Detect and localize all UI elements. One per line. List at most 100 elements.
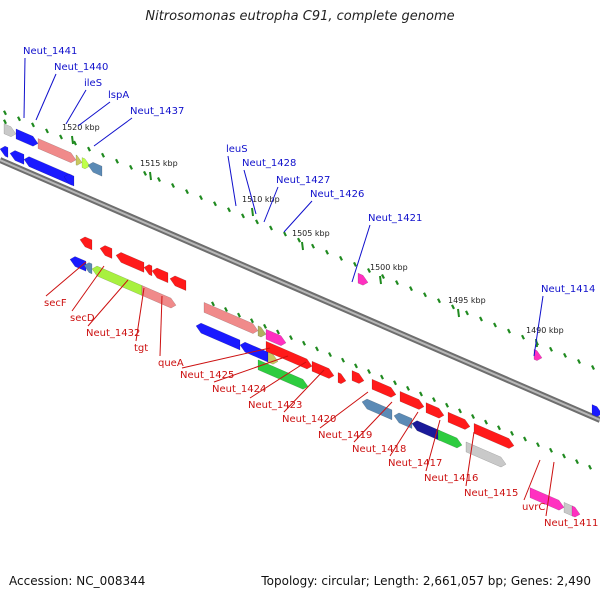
- label-leader: [351, 224, 371, 283]
- gene-label-neut-1440[interactable]: Neut_1440: [54, 62, 108, 73]
- scale-dot: [199, 195, 203, 201]
- scale-dot: [591, 365, 595, 371]
- gene-glyph[interactable]: [79, 236, 93, 251]
- gene-glyph[interactable]: [195, 322, 241, 351]
- gene-glyph[interactable]: [337, 372, 347, 385]
- gene-label-neut-1418[interactable]: Neut_1418: [352, 444, 406, 455]
- scale-dot: [289, 335, 293, 341]
- gene-glyph[interactable]: [3, 123, 17, 138]
- gene-glyph[interactable]: [393, 412, 413, 429]
- gene-label-leus[interactable]: leuS: [226, 144, 248, 155]
- gene-glyph[interactable]: [23, 156, 73, 186]
- scale-dot: [507, 328, 511, 334]
- label-leader: [45, 261, 87, 297]
- gene-glyph[interactable]: [75, 154, 83, 166]
- label-leader: [249, 361, 307, 399]
- gene-glyph[interactable]: [591, 404, 600, 417]
- gene-glyph[interactable]: [151, 267, 169, 284]
- gene-label-neut-1415[interactable]: Neut_1415: [464, 488, 518, 499]
- gene-glyph[interactable]: [411, 420, 441, 442]
- gene-glyph[interactable]: [425, 402, 445, 419]
- gene-glyph[interactable]: [9, 150, 25, 165]
- tick-label: 1520 kbp: [62, 123, 100, 132]
- scale-dot: [31, 122, 35, 128]
- gene-label-neut-1424[interactable]: Neut_1424: [212, 384, 266, 395]
- scale-dot: [423, 292, 427, 298]
- tick-label: 1505 kbp: [292, 229, 330, 238]
- gene-label-neut-1420[interactable]: Neut_1420: [282, 414, 336, 425]
- scale-dot: [445, 402, 449, 408]
- label-leader: [93, 117, 133, 147]
- gene-glyph[interactable]: [265, 340, 313, 370]
- scale-dot: [523, 436, 527, 442]
- gene-label-neut-1419[interactable]: Neut_1419: [318, 430, 372, 441]
- gene-glyph[interactable]: [83, 262, 93, 275]
- gene-label-neut-1437[interactable]: Neut_1437: [130, 106, 184, 117]
- label-leader: [243, 169, 257, 215]
- gene-glyph[interactable]: [399, 390, 425, 410]
- gene-label-iles[interactable]: ileS: [84, 78, 102, 89]
- gene-glyph[interactable]: [91, 265, 143, 296]
- scale-dot: [409, 286, 413, 292]
- gene-glyph[interactable]: [15, 128, 39, 147]
- gene-glyph[interactable]: [351, 370, 365, 384]
- gene-glyph[interactable]: [265, 328, 287, 347]
- scale-dot: [276, 329, 280, 335]
- gene-glyph[interactable]: [169, 275, 187, 291]
- gene-label-tgt[interactable]: tgt: [134, 343, 148, 354]
- gene-label-neut-1432[interactable]: Neut_1432: [86, 328, 140, 339]
- gene-glyph[interactable]: [99, 245, 113, 259]
- gene-label-neut-1411[interactable]: Neut_1411: [544, 518, 598, 529]
- gene-glyph[interactable]: [357, 272, 369, 286]
- gene-glyph[interactable]: [81, 157, 91, 170]
- gene-label-neut-1421[interactable]: Neut_1421: [368, 213, 422, 224]
- scale-dot: [143, 170, 147, 176]
- scale-dot: [575, 459, 579, 465]
- gene-glyph[interactable]: [437, 429, 463, 449]
- gene-label-neut-1427[interactable]: Neut_1427: [276, 175, 330, 186]
- gene-label-quea[interactable]: queA: [158, 358, 184, 369]
- gene-label-neut-1425[interactable]: Neut_1425: [180, 370, 234, 381]
- gene-glyph[interactable]: [371, 378, 397, 398]
- scale-dot: [419, 391, 423, 397]
- gene-glyph[interactable]: [141, 285, 177, 309]
- label-leader: [263, 186, 279, 223]
- gene-label-neut-1426[interactable]: Neut_1426: [310, 189, 364, 200]
- gene-glyph[interactable]: [115, 252, 145, 273]
- gene-glyph[interactable]: [63, 173, 75, 187]
- gene-glyph[interactable]: [571, 505, 581, 518]
- gene-label-neut-1423[interactable]: Neut_1423: [248, 400, 302, 411]
- gene-label-secd[interactable]: secD: [70, 313, 95, 324]
- gene-glyph[interactable]: [203, 302, 259, 334]
- gene-label-neut-1416[interactable]: Neut_1416: [424, 473, 478, 484]
- gene-label-uvrc[interactable]: uvrC: [522, 502, 545, 513]
- gene-glyph[interactable]: [533, 349, 543, 361]
- label-leader: [159, 295, 163, 357]
- gene-glyph[interactable]: [87, 162, 103, 177]
- scale-dot: [341, 357, 345, 363]
- gene-label-neut-1417[interactable]: Neut_1417: [388, 458, 442, 469]
- gene-label-neut-1441[interactable]: Neut_1441: [23, 46, 77, 57]
- scale-dot: [549, 447, 553, 453]
- gene-glyph[interactable]: [257, 325, 267, 338]
- gene-glyph[interactable]: [37, 138, 77, 164]
- gene-label-neut-1414[interactable]: Neut_1414: [541, 284, 595, 295]
- gene-label-neut-1428[interactable]: Neut_1428: [242, 158, 296, 169]
- scale-dot: [493, 322, 497, 328]
- scale-dot: [59, 134, 63, 140]
- scale-dot: [381, 274, 385, 280]
- scale-dot: [185, 189, 189, 195]
- gene-glyph[interactable]: [447, 411, 471, 430]
- gene-label-lspa[interactable]: lspA: [108, 90, 129, 101]
- gene-glyph[interactable]: [361, 398, 393, 421]
- gene-glyph[interactable]: [311, 360, 335, 379]
- gene-glyph[interactable]: [257, 359, 309, 390]
- gene-glyph[interactable]: [473, 423, 515, 449]
- gene-glyph[interactable]: [69, 256, 87, 272]
- scale-dot: [297, 237, 301, 243]
- gene-glyph[interactable]: [143, 264, 153, 277]
- gene-label-secf[interactable]: secF: [44, 298, 67, 309]
- gene-glyph[interactable]: [0, 145, 9, 158]
- gene-glyph[interactable]: [465, 441, 507, 468]
- gene-glyph[interactable]: [529, 487, 565, 511]
